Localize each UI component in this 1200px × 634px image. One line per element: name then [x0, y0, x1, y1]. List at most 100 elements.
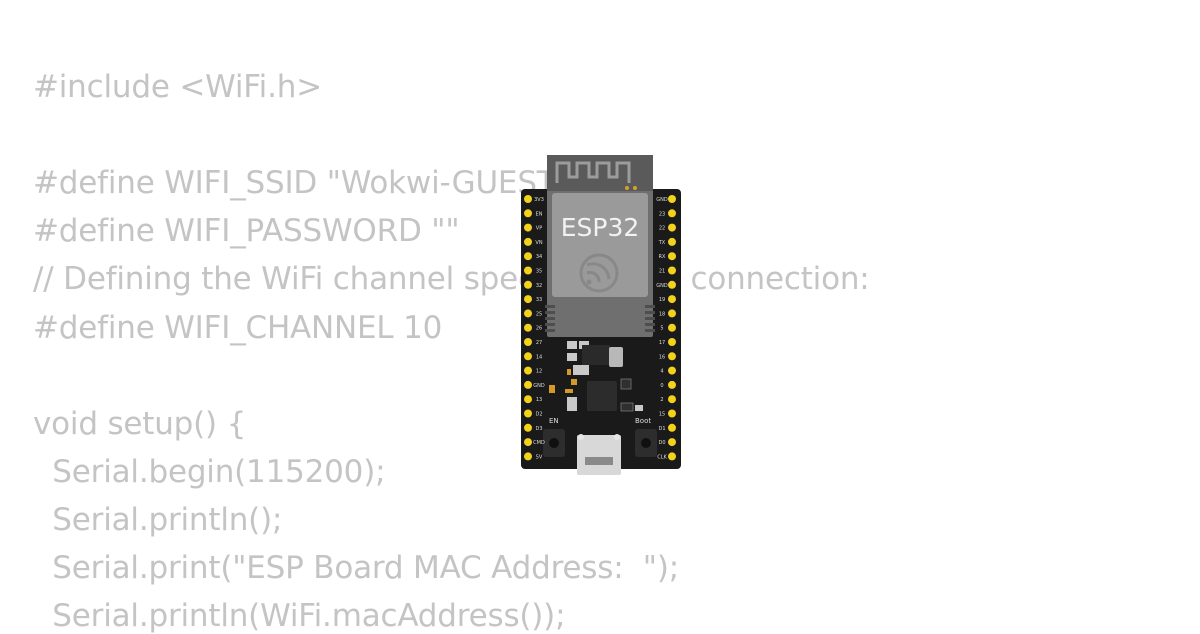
pin-label: 5V	[536, 454, 543, 460]
pin-label: D2	[535, 412, 542, 418]
pin-header[interactable]	[524, 395, 532, 404]
pin-header[interactable]	[524, 280, 532, 289]
pin-header[interactable]	[668, 209, 676, 218]
pin-label: 5	[660, 326, 663, 332]
en-label: EN	[549, 417, 559, 425]
pin-label: 21	[659, 269, 665, 275]
pin-label: 2	[660, 397, 663, 403]
pin-header[interactable]	[524, 323, 532, 332]
code-line: Serial.begin(115200);	[33, 453, 386, 490]
pin-header[interactable]	[524, 338, 532, 346]
pin-header[interactable]	[524, 438, 532, 447]
antenna-area	[547, 155, 653, 191]
pin-header[interactable]	[524, 309, 532, 318]
pin-label: CLK	[657, 454, 667, 460]
usb-port[interactable]	[577, 434, 621, 475]
espressif-logo-icon	[579, 253, 619, 293]
pin-label: VN	[535, 240, 542, 246]
code-line: void setup() {	[33, 405, 247, 442]
pin-header[interactable]	[524, 237, 532, 246]
module-led	[633, 186, 637, 190]
pin-label: 15	[659, 412, 665, 418]
boot-button[interactable]	[635, 429, 657, 457]
pin-label: 22	[659, 226, 665, 232]
pin-label: RX	[659, 254, 666, 260]
pin-label: 18	[659, 311, 665, 317]
pin-header[interactable]	[668, 452, 676, 461]
pin-header[interactable]	[668, 252, 676, 261]
pin-label: 23	[659, 211, 665, 217]
pin-header[interactable]	[668, 395, 676, 404]
pin-label: 13	[536, 397, 542, 403]
pin-header[interactable]	[524, 195, 532, 203]
pin-label: D3	[535, 426, 542, 432]
pin-header[interactable]	[668, 223, 676, 232]
pin-header[interactable]	[668, 266, 676, 275]
pin-label: D0	[658, 440, 665, 446]
pin-header[interactable]	[524, 452, 532, 461]
module-pads	[545, 305, 655, 332]
code-line: // Defining the WiFi channel speeds up t…	[33, 261, 870, 298]
code-line: #define WIFI_PASSWORD ""	[33, 213, 460, 250]
metal-shield	[552, 193, 648, 297]
pin-label: 0	[660, 383, 663, 389]
pin-header[interactable]	[668, 366, 676, 375]
pin-label: GND	[656, 197, 668, 203]
pin-header[interactable]	[524, 209, 532, 218]
antenna-trace-icon	[555, 161, 631, 183]
pin-label: GND	[533, 383, 545, 389]
module-led	[625, 186, 629, 190]
pin-header[interactable]	[524, 223, 532, 232]
pin-label: 16	[659, 354, 665, 360]
code-line: #define WIFI_CHANNEL 10	[33, 309, 443, 346]
pin-label: TX	[658, 240, 666, 246]
pin-header[interactable]	[524, 252, 532, 261]
pin-header[interactable]	[668, 237, 676, 246]
pin-header[interactable]	[668, 195, 676, 203]
pin-header[interactable]	[668, 338, 676, 346]
pin-label: 12	[536, 369, 542, 375]
pin-label: 17	[659, 340, 665, 346]
pin-header[interactable]	[668, 380, 676, 389]
pin-label: 34	[536, 254, 542, 260]
pin-label: 27	[536, 340, 542, 346]
pin-header[interactable]	[668, 295, 676, 304]
pin-label: 35	[536, 269, 542, 275]
pin-header[interactable]	[668, 438, 676, 447]
code-line: Serial.print("ESP Board MAC Address: ");	[33, 550, 679, 586]
code-line: #define WIFI_SSID "Wokwi-GUEST"	[33, 165, 570, 202]
pin-label: D1	[658, 426, 665, 432]
code-line: Serial.println();	[33, 501, 283, 538]
pin-label: 25	[536, 311, 542, 317]
pin-label: GND	[656, 283, 668, 289]
pin-label: CMD	[533, 440, 545, 446]
code-line: #include <WiFi.h>	[33, 69, 322, 105]
pin-header[interactable]	[668, 352, 676, 361]
en-button[interactable]	[543, 429, 565, 457]
pin-header[interactable]	[524, 423, 532, 432]
pin-header[interactable]	[524, 366, 532, 375]
chip-label: ESP32	[561, 213, 640, 242]
pin-header[interactable]	[668, 323, 676, 332]
pin-header[interactable]	[668, 423, 676, 432]
pin-label: 19	[659, 297, 665, 303]
code-line: Serial.println(WiFi.macAddress());	[33, 598, 566, 634]
pin-label: 14	[536, 354, 542, 360]
esp32-board[interactable]: ESP32 EN Boot	[519, 153, 683, 478]
pin-label: VP	[536, 226, 542, 232]
pin-header[interactable]	[524, 295, 532, 304]
pin-header[interactable]	[668, 309, 676, 318]
smd-components	[549, 341, 643, 412]
pin-header[interactable]	[668, 409, 676, 418]
pin-header[interactable]	[524, 380, 532, 389]
boot-label: Boot	[635, 417, 651, 425]
pin-label: 4	[660, 369, 663, 375]
pin-header[interactable]	[524, 266, 532, 275]
pin-label: EN	[536, 211, 543, 217]
pin-label: 32	[536, 283, 542, 289]
pin-label: 3V3	[534, 197, 544, 203]
pin-header[interactable]	[524, 409, 532, 418]
pin-label: 26	[536, 326, 542, 332]
pin-header[interactable]	[524, 352, 532, 361]
pin-header[interactable]	[668, 280, 676, 289]
